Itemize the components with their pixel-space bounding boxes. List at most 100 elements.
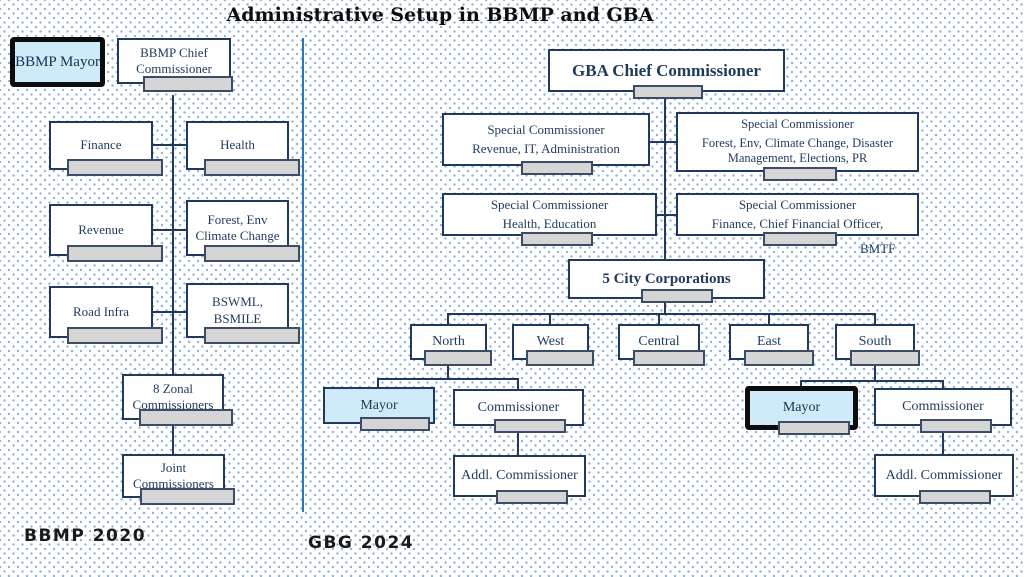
platform-shadow bbox=[641, 289, 713, 303]
gba-trunk-line-upper bbox=[664, 92, 666, 259]
bbmp-dept-road-infra-box: Road Infra bbox=[49, 286, 163, 344]
special-commissioner-role: Special Commissioner bbox=[741, 117, 854, 132]
north-commissioner-stub bbox=[517, 378, 519, 389]
gba-special-commissioner-forest-box: Special Commissioner Forest, Env, Climat… bbox=[676, 112, 919, 181]
gba-south-mayor-box: Mayor bbox=[745, 386, 858, 435]
gba-city-corporations-box: 5 City Corporations bbox=[568, 259, 765, 303]
gba-chief-commissioner-label: GBA Chief Commissioner bbox=[572, 60, 761, 80]
section-divider-line bbox=[302, 38, 304, 512]
gba-south-addl-commissioner-label: Addl. Commissioner bbox=[885, 467, 1003, 483]
gba-special-commissioner-health-box: Special Commissioner Health, Education bbox=[442, 193, 657, 246]
platform-shadow bbox=[521, 232, 593, 246]
city-stub-east bbox=[768, 313, 770, 324]
bbmp-chief-commissioner-box: BBMP Chief Commissioner bbox=[117, 38, 233, 92]
gba-city-south-box: South bbox=[835, 324, 920, 366]
cities-top-connector bbox=[447, 313, 876, 315]
gba-city-north-label: North bbox=[432, 334, 465, 350]
platform-shadow bbox=[494, 419, 566, 433]
special-commissioner-departments: Revenue, IT, Administration bbox=[472, 141, 620, 156]
bbmp-dept-finance-label: Finance bbox=[80, 137, 122, 153]
south-commissioner-stub bbox=[942, 380, 944, 388]
bbmp-zonal-commissioners-box: 8 Zonal Commissioners bbox=[122, 374, 233, 426]
north-addl-stub bbox=[517, 426, 519, 455]
platform-shadow bbox=[204, 159, 300, 176]
south-branch-down bbox=[874, 356, 876, 380]
page-title: Administrative Setup in BBMP and GBA bbox=[226, 4, 654, 26]
gba-north-mayor-box: Mayor bbox=[323, 387, 435, 431]
south-branch-split bbox=[800, 380, 944, 382]
bbmp-joint-commissioners-label: Joint Commissioners bbox=[133, 459, 214, 491]
gba-chief-commissioner-box: GBA Chief Commissioner bbox=[548, 49, 785, 99]
bbmp-dept-forest-label: Forest, Env Climate Change bbox=[195, 211, 280, 243]
platform-shadow bbox=[744, 350, 814, 366]
gba-city-west-label: West bbox=[536, 334, 565, 350]
gba-city-west-box: West bbox=[512, 324, 594, 366]
platform-shadow bbox=[850, 350, 920, 366]
south-mayor-stub bbox=[800, 380, 802, 387]
special-commissioner-departments: Forest, Env, Climate Change, Disaster Ma… bbox=[701, 135, 894, 166]
gba-city-central-box: Central bbox=[618, 324, 705, 366]
gba-south-commissioner-box: Commissioner bbox=[874, 388, 1012, 433]
bbmp-row2-connector bbox=[152, 229, 188, 231]
bbmp-trunk-line bbox=[172, 95, 174, 455]
platform-shadow bbox=[496, 490, 568, 504]
bbmp-row3-connector bbox=[152, 311, 188, 313]
bbmp-dept-finance-box: Finance bbox=[49, 121, 163, 176]
special-commissioner-role: Special Commissioner bbox=[490, 196, 609, 212]
bbmp-chief-commissioner-label: BBMP Chief Commissioner bbox=[136, 44, 212, 76]
north-branch-down bbox=[447, 356, 449, 378]
gba-city-north-box: North bbox=[410, 324, 492, 366]
platform-shadow bbox=[140, 488, 235, 505]
gba-special-commissioner-finance-box: Special Commissioner Finance, Chief Fina… bbox=[676, 193, 919, 246]
gba-south-mayor-label: Mayor bbox=[782, 400, 821, 416]
platform-shadow bbox=[633, 85, 703, 99]
bbmp-dept-forest-box: Forest, Env Climate Change bbox=[186, 200, 300, 262]
bbmp-2020-caption: BBMP 2020 bbox=[24, 526, 147, 546]
special-commissioner-role: Special Commissioner bbox=[738, 196, 857, 212]
platform-shadow bbox=[139, 409, 233, 426]
bbmp-mayor-label: BBMP Mayor bbox=[15, 53, 100, 70]
gba-north-commissioner-box: Commissioner bbox=[453, 389, 584, 433]
bbmp-dept-bswml-box: BSWML, BSMILE bbox=[186, 283, 300, 344]
city-stub-west bbox=[549, 313, 551, 324]
bbmp-row1-connector bbox=[152, 144, 188, 146]
bbmp-zonal-commissioners-label: 8 Zonal Commissioners bbox=[132, 380, 214, 412]
platform-shadow bbox=[143, 76, 233, 92]
bbmp-mayor-box: BBMP Mayor bbox=[10, 37, 105, 87]
platform-shadow bbox=[526, 350, 594, 366]
gbg-2024-caption: GBG 2024 bbox=[308, 533, 415, 553]
platform-shadow bbox=[67, 159, 163, 176]
gba-south-commissioner-label: Commissioner bbox=[902, 399, 984, 415]
gba-city-east-label: East bbox=[756, 334, 782, 350]
north-mayor-stub bbox=[377, 378, 379, 387]
gba-city-south-label: South bbox=[858, 334, 892, 350]
city-stub-central bbox=[658, 313, 660, 324]
gba-stub-row1 bbox=[650, 141, 677, 143]
gba-north-addl-commissioner-box: Addl. Commissioner bbox=[453, 455, 586, 504]
gba-north-addl-commissioner-label: Addl. Commissioner bbox=[461, 468, 578, 484]
special-commissioner-departments: Health, Education bbox=[502, 216, 597, 231]
platform-shadow bbox=[919, 490, 991, 504]
gba-south-addl-commissioner-box: Addl. Commissioner bbox=[874, 454, 1014, 504]
platform-shadow bbox=[424, 350, 492, 366]
south-addl-stub bbox=[942, 426, 944, 454]
north-branch-split bbox=[377, 378, 519, 380]
platform-shadow bbox=[67, 245, 163, 262]
platform-shadow bbox=[67, 327, 163, 344]
bbmp-joint-commissioners-box: Joint Commissioners bbox=[122, 454, 235, 505]
bbmp-dept-bswml-label: BSWML, BSMILE bbox=[212, 294, 263, 326]
bbmp-dept-road-infra-label: Road Infra bbox=[73, 303, 129, 319]
special-commissioner-role: Special Commissioner bbox=[487, 121, 605, 137]
bbmp-dept-revenue-box: Revenue bbox=[49, 204, 163, 262]
gba-north-commissioner-label: Commissioner bbox=[477, 399, 560, 415]
gba-city-corporations-label: 5 City Corporations bbox=[602, 270, 731, 287]
gba-city-east-box: East bbox=[729, 324, 814, 366]
city-stub-north bbox=[447, 313, 449, 324]
platform-shadow bbox=[360, 417, 430, 431]
platform-shadow bbox=[521, 161, 593, 175]
bbmp-dept-health-label: Health bbox=[220, 137, 255, 153]
platform-shadow bbox=[763, 167, 837, 181]
platform-shadow bbox=[778, 421, 850, 435]
bbmp-dept-revenue-label: Revenue bbox=[78, 221, 124, 237]
city-stub-south bbox=[874, 313, 876, 324]
